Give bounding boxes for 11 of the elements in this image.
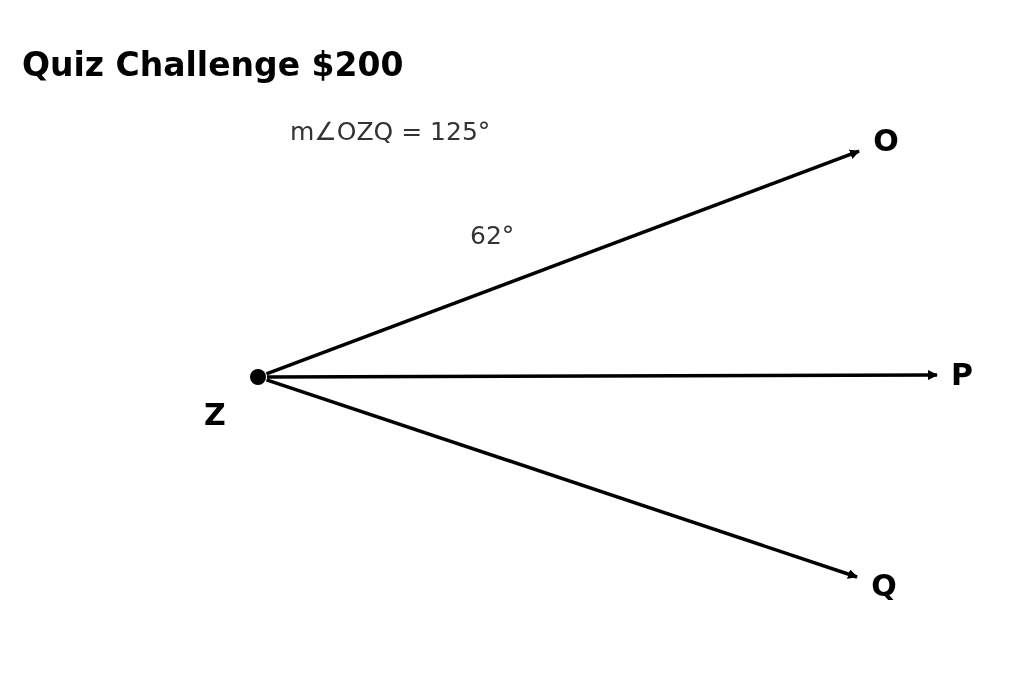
angle-measure-label: m∠OZQ = 125°	[290, 116, 491, 148]
title: Quiz Challenge $200	[22, 44, 404, 86]
ray-arrow	[267, 370, 938, 381]
angle-measure-label: 62°	[470, 220, 515, 252]
ray-arrow	[266, 378, 858, 579]
point-label: Q	[867, 566, 901, 606]
point-label: Z	[204, 400, 226, 430]
point-label: P	[947, 355, 977, 395]
vertex-dot	[249, 368, 267, 386]
ray-arrow	[265, 149, 860, 376]
point-label: O	[869, 121, 903, 161]
